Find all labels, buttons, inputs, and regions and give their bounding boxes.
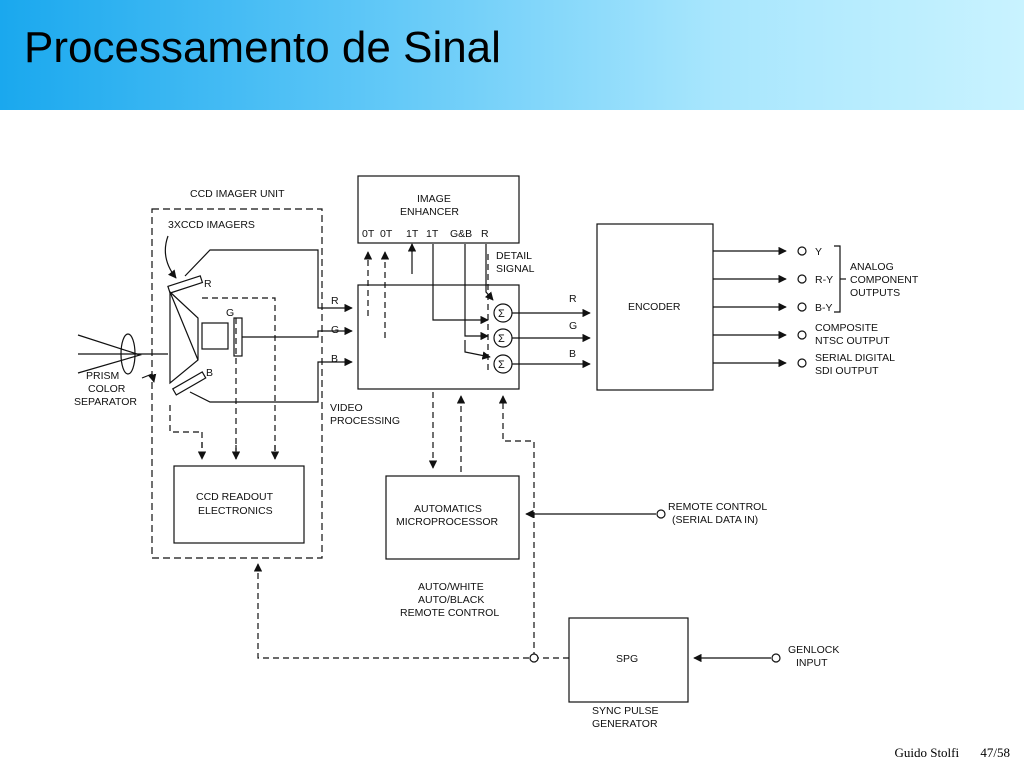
ccd-g-label: G [226,307,234,319]
output-sdi-1: SERIAL DIGITAL [815,352,895,364]
sync-pulse-label-1: SYNC PULSE [592,705,659,717]
genlock-label-1: GENLOCK [788,644,839,656]
automatics-box [385,475,520,560]
sigma-b: Σ [498,359,505,371]
ccd-b-label: B [206,367,213,379]
slide-footer: Guido Stolfi 47/58 [876,745,1010,761]
slide-title: Processamento de Sinal [24,23,501,72]
sync-pulse-label-2: GENERATOR [592,718,658,730]
vp-label-2: PROCESSING [330,415,400,427]
remote-control-label-1: REMOTE CONTROL [668,501,767,513]
sigma-r: Σ [498,308,505,320]
detail-signal-label-1: DETAIL [496,250,532,262]
three-ccd-label: 3XCCD IMAGERS [168,219,255,231]
auto-label-3: REMOTE CONTROL [400,607,499,619]
footer-page-number: 47/58 [980,745,1010,760]
ccd-g [233,317,243,357]
output-y: Y [815,246,822,258]
output-composite-2: NTSC OUTPUT [815,335,890,347]
genlock-label-2: INPUT [796,657,828,669]
enhancer-port-6: R [481,228,489,240]
output-by: B-Y [815,302,833,314]
spg-box [568,617,689,703]
enhancer-label-2: ENHANCER [400,206,459,218]
vp-out-r: R [569,293,577,305]
light-cone [77,334,143,374]
ccd-r [167,275,204,294]
automatics-label-2: MICROPROCESSOR [396,516,499,528]
analog-label-3: OUTPUTS [850,287,900,299]
output-composite-1: COMPOSITE [815,322,878,334]
sigma-g: Σ [498,333,505,345]
enhancer-port-4: 1T [426,228,439,240]
ccd-r-label: R [204,278,212,290]
vp-out-b: B [569,348,576,360]
ccd-imager-unit-label: CCD IMAGER UNIT [190,188,285,200]
ccd-g-block [201,322,229,350]
prism [169,290,199,385]
vp-in-r: R [331,295,339,307]
prism-label-2: COLOR [88,383,126,395]
vp-label-1: VIDEO [330,402,363,414]
image-enhancer-box [357,175,520,244]
analog-label-1: ANALOG [850,261,894,273]
remote-control-label-2: (SERIAL DATA IN) [672,514,758,526]
ccd-b [171,371,207,396]
ccd-readout-label-1: CCD READOUT [196,491,274,503]
enhancer-port-3: 1T [406,228,419,240]
vp-in-g: G [331,324,339,336]
vp-out-g: G [569,320,577,332]
enhancer-port-2: 0T [380,228,393,240]
prism-label-1: PRISM [86,370,119,382]
ccd-readout-label-2: ELECTRONICS [198,505,273,517]
footer-author: Guido Stolfi [894,745,960,760]
auto-label-1: AUTO/WHITE [418,581,484,593]
encoder-label: ENCODER [628,301,681,313]
ccd-imager-unit-box [151,208,323,559]
title-bar [0,0,1024,110]
spg-label: SPG [616,653,638,665]
enhancer-port-1: 0T [362,228,375,240]
video-processing-box [357,284,520,390]
analog-label-2: COMPONENT [850,274,919,286]
auto-label-2: AUTO/BLACK [418,594,484,606]
output-ry: R-Y [815,274,833,286]
detail-signal-label-2: SIGNAL [496,263,535,275]
ccd-readout-box [173,465,305,544]
output-sdi-2: SDI OUTPUT [815,365,879,377]
prism-label-3: SEPARATOR [74,396,137,408]
enhancer-port-5: G&B [450,228,472,240]
automatics-label-1: AUTOMATICS [414,503,482,515]
analog-bracket [834,245,841,313]
vp-in-b: B [331,353,338,365]
enhancer-label-1: IMAGE [417,193,451,205]
